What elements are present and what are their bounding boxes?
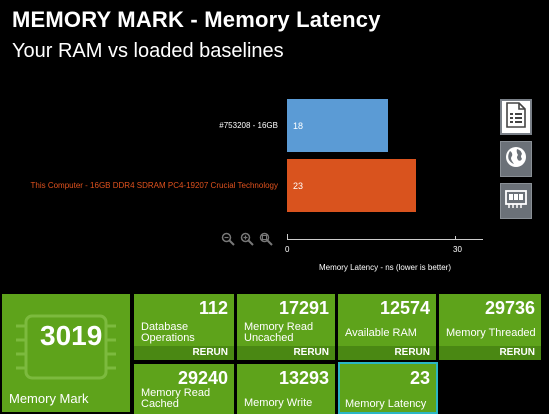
memory-mark-score: 3019 bbox=[40, 320, 103, 351]
rerun-button[interactable]: RERUN bbox=[338, 346, 436, 360]
tile-label-line2: Cached bbox=[141, 398, 179, 410]
tile-memory-threaded[interactable]: 29736 Memory Threaded RERUN bbox=[439, 294, 541, 360]
tile-label-line1: Memory Read bbox=[244, 321, 314, 333]
tile-label: Available RAM bbox=[345, 327, 417, 339]
bar-value-label: 23 bbox=[293, 180, 304, 191]
x-tick-label: 30 bbox=[453, 245, 462, 254]
x-axis-title: Memory Latency - ns (lower is better) bbox=[318, 263, 452, 272]
bar-value-label: 18 bbox=[293, 120, 304, 131]
x-axis-line bbox=[287, 239, 483, 240]
tile-value: 112 bbox=[198, 298, 228, 318]
memory-info-button[interactable] bbox=[500, 183, 532, 219]
tile-label-line1: Database bbox=[141, 321, 189, 333]
globe-icon bbox=[504, 145, 528, 174]
tile-value: 29736 bbox=[484, 298, 535, 318]
zoom-in-icon[interactable] bbox=[240, 232, 254, 246]
online-compare-button[interactable] bbox=[500, 141, 532, 177]
zoom-out-icon[interactable] bbox=[221, 232, 235, 246]
chart-bar bbox=[287, 99, 388, 152]
tile-label-line2: Operations bbox=[141, 332, 195, 344]
x-tick bbox=[287, 234, 288, 240]
tile-label-line2: Uncached bbox=[244, 332, 294, 344]
tile-value: 12574 bbox=[379, 298, 430, 318]
tile-memory-latency[interactable]: 23 Memory Latency bbox=[338, 362, 438, 414]
tile-label-line1: Memory Read bbox=[141, 387, 211, 399]
document-icon bbox=[505, 101, 527, 133]
rerun-button[interactable]: RERUN bbox=[439, 346, 541, 360]
tile-label: Memory Latency bbox=[345, 398, 427, 410]
bar-category-label: #753208 - 16GB bbox=[219, 120, 278, 130]
tile-memory-read-uncached[interactable]: 17291 Memory Read Uncached RERUN bbox=[237, 294, 335, 360]
tile-label: Memory Write bbox=[244, 397, 313, 409]
bar-category-label: This Computer - 16GB DDR4 SDRAM PC4-1920… bbox=[30, 180, 278, 190]
tile-value: 17291 bbox=[278, 298, 329, 318]
rerun-button[interactable]: RERUN bbox=[237, 346, 335, 360]
x-tick bbox=[455, 236, 456, 240]
memory-mark-label: Memory Mark bbox=[9, 391, 89, 406]
memory-chip-icon bbox=[16, 314, 116, 380]
tile-memory-read-cached[interactable]: 29240 Memory Read Cached bbox=[134, 364, 234, 414]
tile-database-operations[interactable]: 112 Database Operations RERUN bbox=[134, 294, 234, 360]
tile-memory-write[interactable]: 13293 Memory Write bbox=[237, 364, 335, 414]
chart-bar bbox=[287, 159, 416, 212]
rerun-button[interactable]: RERUN bbox=[134, 346, 234, 360]
tile-memory-mark[interactable]: 3019 Memory Mark bbox=[2, 294, 130, 412]
tile-label: Memory Threaded bbox=[446, 327, 536, 339]
page-subtitle: Your RAM vs loaded baselines bbox=[12, 40, 284, 62]
zoom-reset-icon[interactable] bbox=[259, 232, 273, 246]
memory-module-icon bbox=[504, 188, 528, 215]
x-tick-label: 0 bbox=[285, 245, 290, 254]
tile-value: 23 bbox=[409, 368, 430, 388]
tile-value: 13293 bbox=[278, 368, 329, 388]
report-button[interactable] bbox=[500, 99, 532, 135]
tile-value: 29240 bbox=[177, 368, 228, 388]
page-title: MEMORY MARK - Memory Latency bbox=[12, 7, 381, 32]
tile-available-ram[interactable]: 12574 Available RAM RERUN bbox=[338, 294, 436, 360]
